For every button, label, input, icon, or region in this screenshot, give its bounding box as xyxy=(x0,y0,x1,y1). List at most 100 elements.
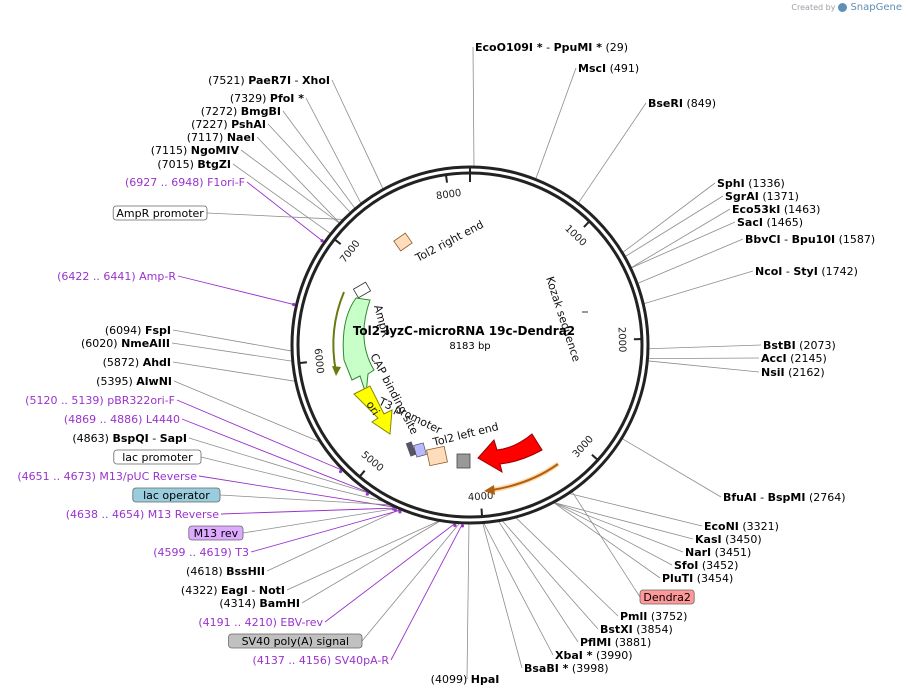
feature-box-lac-operator[interactable] xyxy=(132,487,221,503)
feature-box-dendra2[interactable] xyxy=(639,589,695,605)
enzyme-leader xyxy=(648,344,762,350)
enzyme-label-fspi[interactable]: (6094) FspI xyxy=(105,324,171,337)
enzyme-leader xyxy=(267,123,351,213)
enzyme-label-bbvci[interactable]: BbvCI - Bpu10I (1587) xyxy=(745,233,875,246)
feature-box-lac-promoter[interactable] xyxy=(113,449,202,465)
enzyme-label-pmli[interactable]: PmlI (3752) xyxy=(620,610,687,623)
enzyme-label-eco53ki[interactable]: Eco53kI (1463) xyxy=(732,203,820,216)
primer-label-ebv-rev[interactable]: (4191 .. 4210) EBV-rev xyxy=(198,616,323,629)
enzyme-label-bfuai[interactable]: BfuAI - BspMI (2764) xyxy=(723,491,846,504)
site-position: (7227) xyxy=(191,118,228,131)
enzyme-label-ecoo109i[interactable]: EcoO109I * - PpuMI * (29) xyxy=(475,41,628,54)
enzyme-label-bmgbi[interactable]: (7272) BmgBI xyxy=(201,105,281,118)
primer-label-f1ori-f[interactable]: (6927 .. 6948) F1ori-F xyxy=(125,176,245,189)
enzyme-label-bsabi[interactable]: BsaBI * (3998) xyxy=(524,662,609,675)
enzyme-label-btgzi[interactable]: (7015) BtgZI xyxy=(157,158,231,171)
site-position: (5872) xyxy=(103,356,140,369)
primer-label-l4440[interactable]: (4869 .. 4886) L4440 xyxy=(64,413,180,426)
enzyme-name: EagI xyxy=(221,584,248,597)
enzyme-label-bamhi[interactable]: (4314) BamHI xyxy=(219,597,300,610)
enzyme-label-nari[interactable]: NarI (3451) xyxy=(685,546,751,559)
primer-label-t3[interactable]: (4599 .. 4619) T3 xyxy=(153,546,249,559)
primer-name: M13 Reverse xyxy=(148,508,219,521)
enzyme-name: XhoI xyxy=(302,74,330,87)
primer-label-m13-reverse[interactable]: (4638 .. 4654) M13 Reverse xyxy=(66,508,219,521)
enzyme-name: PflMI xyxy=(580,636,611,649)
enzyme-label-ncoi[interactable]: NcoI - StyI (1742) xyxy=(755,265,858,278)
feature-ampr-arrow[interactable] xyxy=(342,281,375,395)
separator: - xyxy=(782,265,793,278)
primer-label-pbr322ori-f[interactable]: (5120 .. 5139) pBR322ori-F xyxy=(25,394,175,407)
primer-name: L4440 xyxy=(146,413,180,426)
enzyme-label-bstxi[interactable]: BstXI (3854) xyxy=(600,623,673,636)
feature-tol2-right-end[interactable] xyxy=(393,232,413,252)
enzyme-label-eagi[interactable]: (4322) EagI - NotI xyxy=(181,584,285,597)
site-position: (7272) xyxy=(201,105,238,118)
primer-site-mark xyxy=(460,524,465,528)
feature-label-lac-promoter: lac promoter xyxy=(122,451,193,464)
enzyme-label-saci[interactable]: SacI (1465) xyxy=(737,216,803,229)
feature-ori-arrow[interactable] xyxy=(353,385,393,435)
primer-site-mark xyxy=(453,523,457,527)
enzyme-label-bsshii[interactable]: (4618) BssHII xyxy=(186,565,265,578)
primer-label-sv40pa-r[interactable]: (4137 .. 4156) SV40pA-R xyxy=(253,654,390,667)
dendra2-primer-glow xyxy=(491,461,560,493)
primer-name: pBR322ori-F xyxy=(107,394,175,407)
enzyme-name: BbvCI xyxy=(745,233,781,246)
enzyme-label-pfoi[interactable]: (7329) PfoI * xyxy=(230,92,304,105)
enzyme-label-xbai[interactable]: XbaI * (3990) xyxy=(555,649,633,662)
enzyme-label-nmeaiii[interactable]: (6020) NmeAIII xyxy=(81,337,170,350)
enzyme-leader xyxy=(622,438,722,498)
feature-box-m13-rev[interactable] xyxy=(188,525,244,541)
feature-box-sv40-poly-a-signal[interactable] xyxy=(228,633,363,649)
enzyme-label-msci[interactable]: MscI (491) xyxy=(578,62,639,75)
separator: - xyxy=(149,432,160,445)
enzyme-label-econi[interactable]: EcoNI (3321) xyxy=(704,520,779,533)
outer-labels: EcoO109I * - PpuMI * (29) MscI (491) BseRI… xyxy=(17,41,875,686)
enzyme-label-bspqi[interactable]: (4863) BspQI - SapI xyxy=(72,432,187,445)
enzyme-label-bseri[interactable]: BseRI (849) xyxy=(648,97,716,110)
enzyme-leader xyxy=(172,329,292,352)
feature-box-ampr-promoter[interactable] xyxy=(112,205,208,221)
site-position: (1742) xyxy=(821,265,858,278)
primer-leader xyxy=(246,181,324,243)
primer-leader xyxy=(250,509,401,553)
site-position: (3450) xyxy=(725,533,762,546)
enzyme-leader xyxy=(648,357,760,360)
feature-leader xyxy=(571,491,641,598)
enzyme-label-pflmi[interactable]: PflMI (3881) xyxy=(580,636,651,649)
enzyme-label-hpai[interactable]: (4099) HpaI xyxy=(431,673,500,686)
enzyme-label-kasi[interactable]: KasI (3450) xyxy=(695,533,762,546)
enzyme-label-sphi[interactable]: SphI (1336) xyxy=(717,177,785,190)
enzyme-label-pluti[interactable]: PluTI (3454) xyxy=(662,572,733,585)
primer-site-mark xyxy=(338,469,343,474)
enzyme-label-ngomiv[interactable]: (7115) NgoMIV xyxy=(151,144,240,157)
enzyme-label-ahdi[interactable]: (5872) AhdI xyxy=(103,356,171,369)
enzyme-label-paer7i[interactable]: (7521) PaeR7I - XhoI xyxy=(208,74,330,87)
enzyme-name: NsiI xyxy=(761,366,785,379)
primer-label-m13-puc-reverse[interactable]: (4651 .. 4673) M13/pUC Reverse xyxy=(17,470,197,483)
enzyme-label-alwni[interactable]: (5395) AlwNI xyxy=(96,375,172,388)
enzyme-label-nsii[interactable]: NsiI (2162) xyxy=(761,366,825,379)
enzyme-label-naei[interactable]: (7117) NaeI xyxy=(187,131,255,144)
enzyme-name: BssHII xyxy=(226,565,265,578)
primer-leader xyxy=(198,475,395,508)
primer-range: (6422 .. 6441) xyxy=(57,270,136,283)
primer-site-mark xyxy=(365,492,369,496)
enzyme-name: NotI xyxy=(259,584,285,597)
enzyme-label-acci[interactable]: AccI (2145) xyxy=(761,352,827,365)
label-ori: ori xyxy=(363,399,382,418)
primer-label-amp-r[interactable]: (6422 .. 6441) Amp-R xyxy=(57,270,176,283)
enzyme-label-pshai[interactable]: (7227) PshAI xyxy=(191,118,266,131)
feature-dendra2-arrow[interactable] xyxy=(477,433,543,474)
enzyme-name: EcoO109I * xyxy=(475,41,543,54)
enzyme-label-sgrai[interactable]: SgrAI (1371) xyxy=(725,190,799,203)
primer-site-mark xyxy=(291,302,296,307)
enzyme-name: XbaI * xyxy=(555,649,593,662)
site-position: (7329) xyxy=(230,92,267,105)
enzyme-label-sfoi[interactable]: SfoI (3452) xyxy=(674,559,738,572)
feature-leader xyxy=(206,212,343,220)
enzyme-label-bstbi[interactable]: BstBI (2073) xyxy=(763,339,836,352)
enzyme-leader xyxy=(554,502,673,566)
